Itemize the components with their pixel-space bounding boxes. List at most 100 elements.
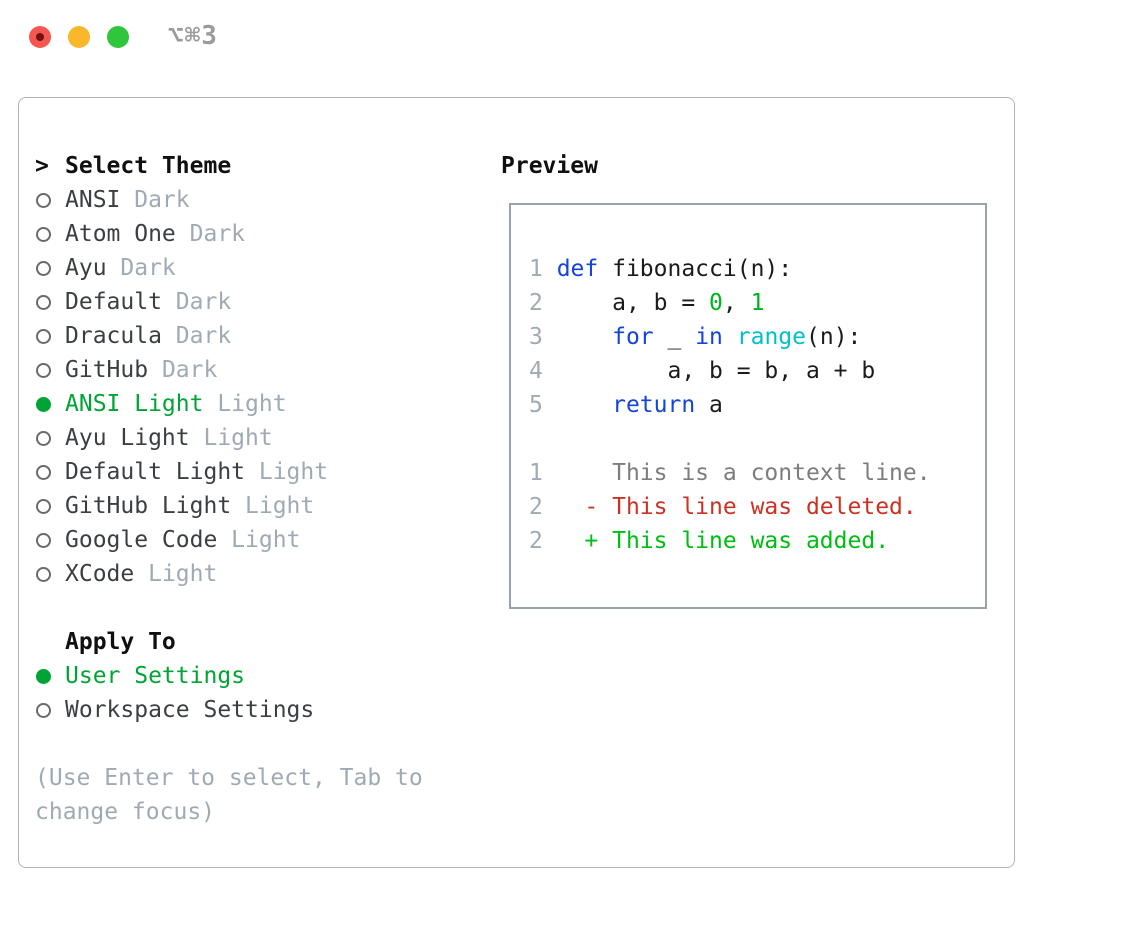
radio-icon <box>36 499 51 514</box>
code-token: a <box>695 392 723 418</box>
apply-option-workspace-settings[interactable]: Workspace Settings <box>35 693 490 727</box>
theme-option-ayu-light[interactable]: Ayu Light Light <box>35 421 490 455</box>
code-token: 5 <box>529 392 557 418</box>
variant-tag: Dark <box>120 187 190 213</box>
marker-blank <box>35 625 65 659</box>
theme-option-label: Google Code <box>65 527 218 553</box>
marker <box>35 557 65 591</box>
code-token: a, b = b, a + b <box>556 358 876 384</box>
code-token: for <box>612 324 654 350</box>
marker <box>35 319 65 353</box>
theme-option-label: Ayu Light <box>65 425 190 451</box>
code-token: 1 <box>529 256 557 282</box>
code-token: fibonacci(n): <box>598 256 793 282</box>
theme-option-label: Default Light <box>65 459 246 485</box>
variant-tag: Dark <box>161 289 232 315</box>
radio-icon <box>36 261 51 276</box>
radio-selected-icon <box>36 669 51 684</box>
code-token <box>557 392 612 418</box>
code-token: 2 <box>529 528 557 554</box>
theme-option-ayu[interactable]: Ayu Dark <box>35 251 490 285</box>
variant-tag: Dark <box>175 221 246 247</box>
radio-icon <box>36 465 51 480</box>
code-token: 2 <box>529 290 557 316</box>
code-line: 2 - This line was deleted. <box>529 490 985 524</box>
code-token: a, b = <box>556 290 710 316</box>
keyboard-hint: (Use Enter to select, Tab to change focu… <box>35 765 423 825</box>
variant-tag: Light <box>231 493 315 519</box>
preview-title: Preview <box>501 153 598 179</box>
marker <box>35 285 65 319</box>
code-token: in <box>695 324 723 350</box>
radio-icon <box>36 193 51 208</box>
theme-option-google-code[interactable]: Google Code Light <box>35 523 490 557</box>
code-token: 2 <box>529 494 557 520</box>
spacer <box>35 727 490 761</box>
code-token: 3 <box>529 324 557 350</box>
select-theme-title: Select Theme <box>65 153 232 179</box>
theme-option-default[interactable]: Default Dark <box>35 285 490 319</box>
marker <box>35 659 65 693</box>
radio-icon <box>36 431 51 446</box>
marker <box>35 693 65 727</box>
variant-tag: Light <box>245 459 329 485</box>
code-token: 0 <box>709 290 723 316</box>
code-token: return <box>612 392 696 418</box>
code-token: (n): <box>806 324 862 350</box>
code-token: range <box>736 324 806 350</box>
minimize-button[interactable] <box>68 26 90 48</box>
focus-caret-icon: > <box>35 153 49 179</box>
code-token: - This line was deleted. <box>556 494 917 520</box>
theme-option-label: XCode <box>65 561 135 587</box>
marker <box>35 183 65 217</box>
radio-icon <box>36 295 51 310</box>
theme-option-label: Dracula <box>65 323 162 349</box>
apply-option-user-settings[interactable]: User Settings <box>35 659 490 693</box>
code-token: + This line was added. <box>556 528 890 554</box>
variant-tag: Dark <box>148 357 218 383</box>
spacer <box>35 591 490 625</box>
radio-icon <box>36 329 51 344</box>
code-line: 1 This is a context line. <box>529 456 985 490</box>
zoom-button[interactable] <box>107 26 129 48</box>
theme-option-label: GitHub Light <box>65 493 232 519</box>
code-token <box>557 324 612 350</box>
theme-option-ansi-light[interactable]: ANSI Light Light <box>35 387 490 421</box>
code-token: This is a context line. <box>556 460 931 486</box>
theme-option-default-light[interactable]: Default Light Light <box>35 455 490 489</box>
theme-option-github-light[interactable]: GitHub Light Light <box>35 489 490 523</box>
marker <box>35 387 65 421</box>
theme-option-xcode[interactable]: XCode Light <box>35 557 490 591</box>
code-line: 5 return a <box>529 388 985 422</box>
code-line: 2 a, b = 0, 1 <box>529 286 985 320</box>
radio-selected-icon <box>36 397 51 412</box>
theme-option-atom-one[interactable]: Atom One Dark <box>35 217 490 251</box>
theme-option-label: GitHub <box>65 357 149 383</box>
marker <box>35 353 65 387</box>
close-button[interactable] <box>29 26 51 48</box>
theme-option-ansi[interactable]: ANSI Dark <box>35 183 490 217</box>
apply-option-label: User Settings <box>65 663 246 689</box>
code-line: 4 a, b = b, a + b <box>529 354 985 388</box>
code-line: 1 def fibonacci(n): <box>529 252 985 286</box>
variant-tag: Dark <box>106 255 176 281</box>
radio-icon <box>36 533 51 548</box>
theme-option-label: Atom One <box>65 221 176 247</box>
marker <box>35 455 65 489</box>
apply-to-title: Apply To <box>65 629 176 655</box>
variant-tag: Light <box>134 561 218 587</box>
theme-option-dracula[interactable]: Dracula Dark <box>35 319 490 353</box>
code-token: , <box>722 290 751 316</box>
apply-to-header: Apply To <box>35 625 490 659</box>
code-line: 3 for _ in range(n): <box>529 320 985 354</box>
code-token: def <box>556 256 599 282</box>
theme-option-github[interactable]: GitHub Dark <box>35 353 490 387</box>
radio-icon <box>36 227 51 242</box>
